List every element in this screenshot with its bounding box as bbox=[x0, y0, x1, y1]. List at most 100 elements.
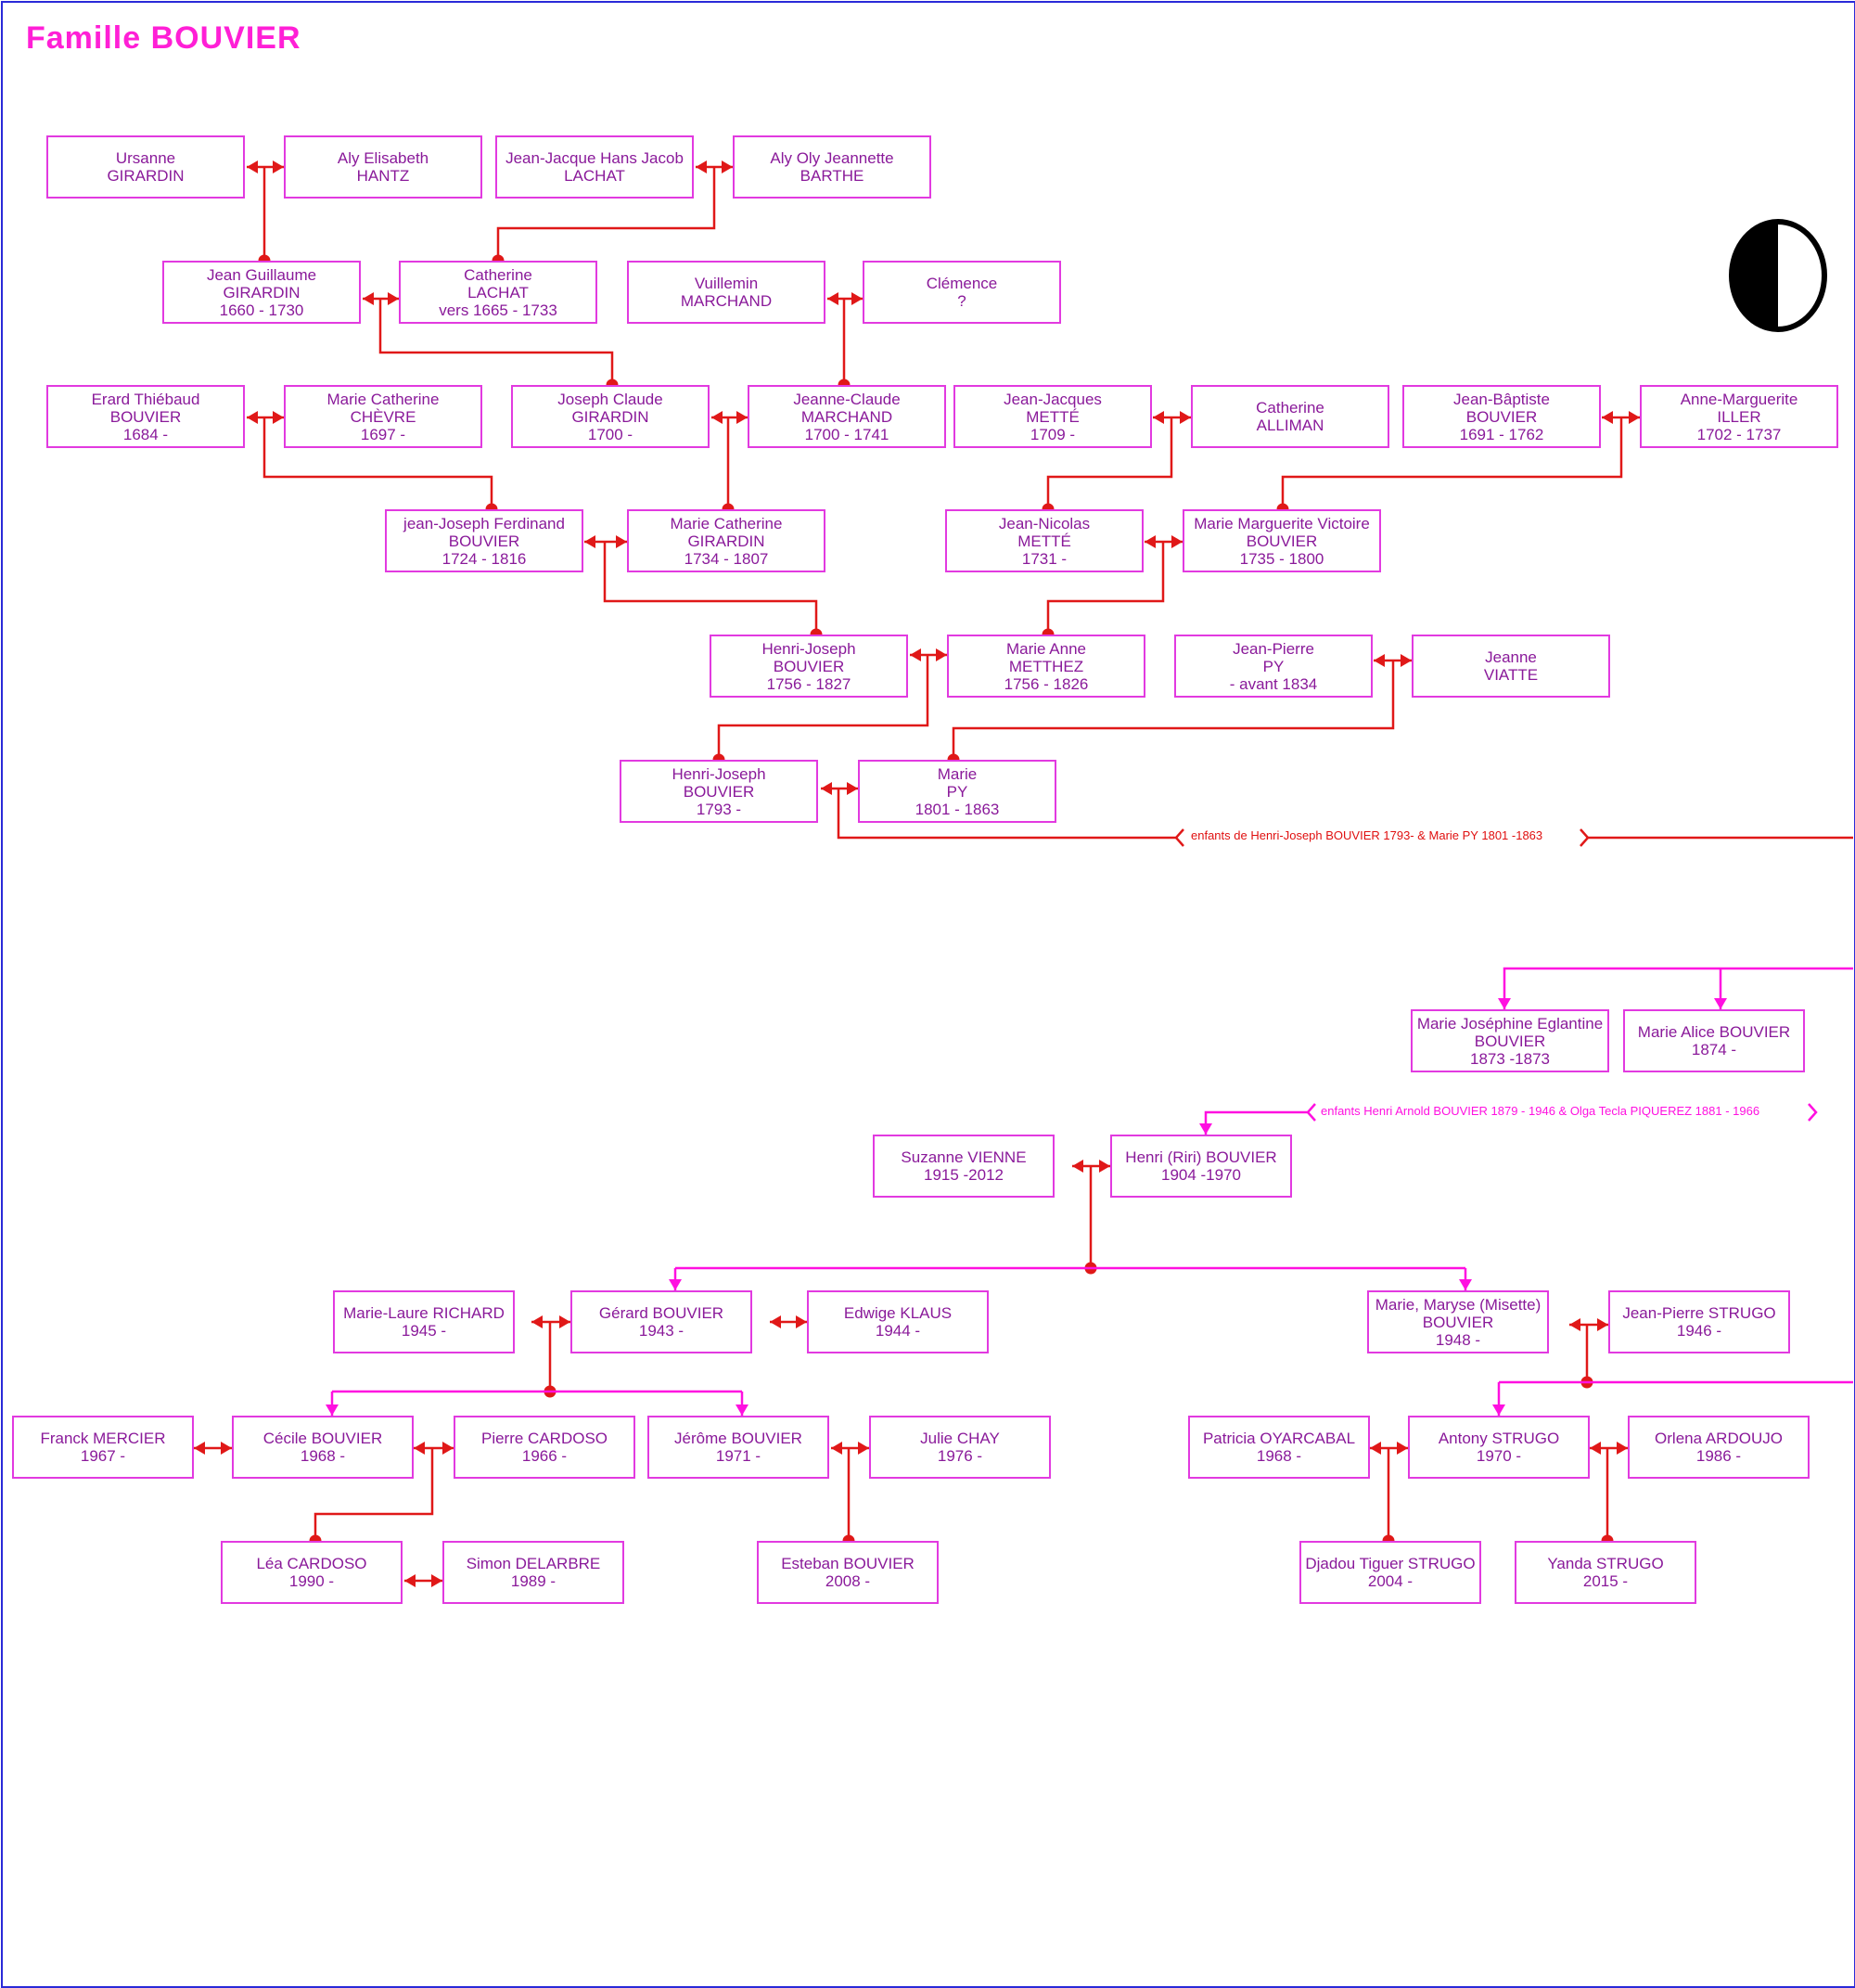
couple-arrow-left bbox=[1153, 411, 1164, 424]
descent-line bbox=[313, 1448, 434, 1541]
couple-arrow-left bbox=[247, 160, 258, 173]
descent-line bbox=[496, 167, 716, 261]
person-line: 1945 - bbox=[401, 1322, 447, 1340]
person-line: Edwige KLAUS bbox=[843, 1304, 953, 1322]
couple-arrow-right bbox=[559, 1315, 570, 1328]
arrow-head bbox=[1459, 1279, 1472, 1290]
person-line: 1986 - bbox=[1695, 1447, 1742, 1465]
couple-arrow-right bbox=[273, 160, 284, 173]
couple-arrow-left bbox=[1072, 1160, 1083, 1173]
person-line: Pierre CARDOSO bbox=[480, 1430, 608, 1447]
person-line: Aly Elisabeth bbox=[337, 149, 429, 167]
person-line: 1874 - bbox=[1691, 1041, 1737, 1058]
arrow-head bbox=[736, 1404, 748, 1416]
person-line: METTÉ bbox=[1026, 407, 1080, 426]
person-line: Jean Guillaume bbox=[206, 265, 317, 284]
person-line: GIRARDIN bbox=[223, 283, 301, 301]
person-box[interactable]: Clémence? bbox=[863, 261, 1061, 324]
person-line: 1976 - bbox=[937, 1447, 983, 1465]
person-line: 1989 - bbox=[510, 1572, 556, 1590]
person-line: BOUVIER bbox=[109, 407, 182, 426]
couple-arrow-left bbox=[696, 160, 707, 173]
person-line: Henri (Riri) BOUVIER bbox=[1125, 1148, 1277, 1166]
person-line: BOUVIER bbox=[1474, 1032, 1546, 1050]
couple-arrow-left bbox=[1602, 411, 1613, 424]
descent-line bbox=[262, 417, 493, 509]
couple-arrow-left bbox=[910, 648, 921, 661]
couple-arrow-right bbox=[851, 292, 863, 305]
person-line: Simon DELARBRE bbox=[466, 1555, 601, 1572]
person-line: Julie CHAY bbox=[920, 1430, 1000, 1447]
person-line: Léa CARDOSO bbox=[256, 1555, 367, 1572]
person-line: Marie Marguerite Victoire bbox=[1194, 514, 1370, 532]
couple-arrow-right bbox=[1629, 411, 1640, 424]
person-line: 2008 - bbox=[825, 1572, 871, 1590]
children-line-piquerez bbox=[1204, 1110, 1308, 1135]
banner-chevron bbox=[1808, 1103, 1818, 1122]
person-line: 1756 - 1826 bbox=[1004, 674, 1089, 693]
person-line: Marie Anne bbox=[1006, 639, 1086, 658]
banner-chevron bbox=[1174, 828, 1184, 847]
person-line: ALLIMAN bbox=[1256, 417, 1324, 434]
person-line: BOUVIER bbox=[1422, 1313, 1494, 1331]
couple-arrow-left bbox=[584, 535, 595, 548]
person-line: 1793 - bbox=[696, 800, 742, 818]
person-line: Jean-Pierre bbox=[1233, 639, 1314, 658]
couple-arrow-right bbox=[1617, 1442, 1628, 1455]
person-line: 1734 - 1807 bbox=[684, 549, 769, 568]
person-line: Cécile BOUVIER bbox=[262, 1430, 383, 1447]
person-line: Jean-Jacques bbox=[1004, 390, 1102, 408]
couple-arrow-right bbox=[442, 1442, 454, 1455]
couple-arrow-right bbox=[1099, 1160, 1110, 1173]
person-line: Jérôme BOUVIER bbox=[674, 1430, 802, 1447]
banner-chevron bbox=[1580, 828, 1590, 847]
